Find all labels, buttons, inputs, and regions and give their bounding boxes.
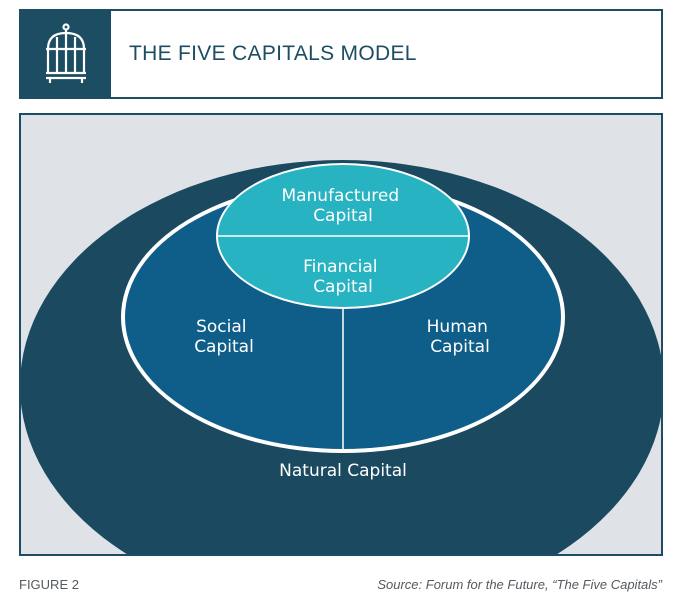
birdcage-icon — [46, 23, 86, 83]
human-capital-label: Human Capital — [427, 317, 494, 357]
source-citation: Source: Forum for the Future, “The Five … — [377, 577, 662, 592]
header-icon-box — [21, 11, 111, 97]
title-header: THE FIVE CAPITALS MODEL — [19, 9, 663, 99]
page-title: THE FIVE CAPITALS MODEL — [129, 42, 417, 65]
diagram-frame: Manufactured Capital Financial Capital S… — [19, 113, 663, 556]
five-capitals-diagram: Manufactured Capital Financial Capital S… — [21, 160, 661, 554]
figure-label: FIGURE 2 — [19, 577, 79, 592]
manufactured-capital-label: Manufactured Capital — [281, 186, 404, 226]
financial-capital-label: Financial Capital — [303, 257, 383, 297]
social-capital-label: Social Capital — [194, 317, 254, 357]
natural-capital-label: Natural Capital — [279, 461, 407, 481]
